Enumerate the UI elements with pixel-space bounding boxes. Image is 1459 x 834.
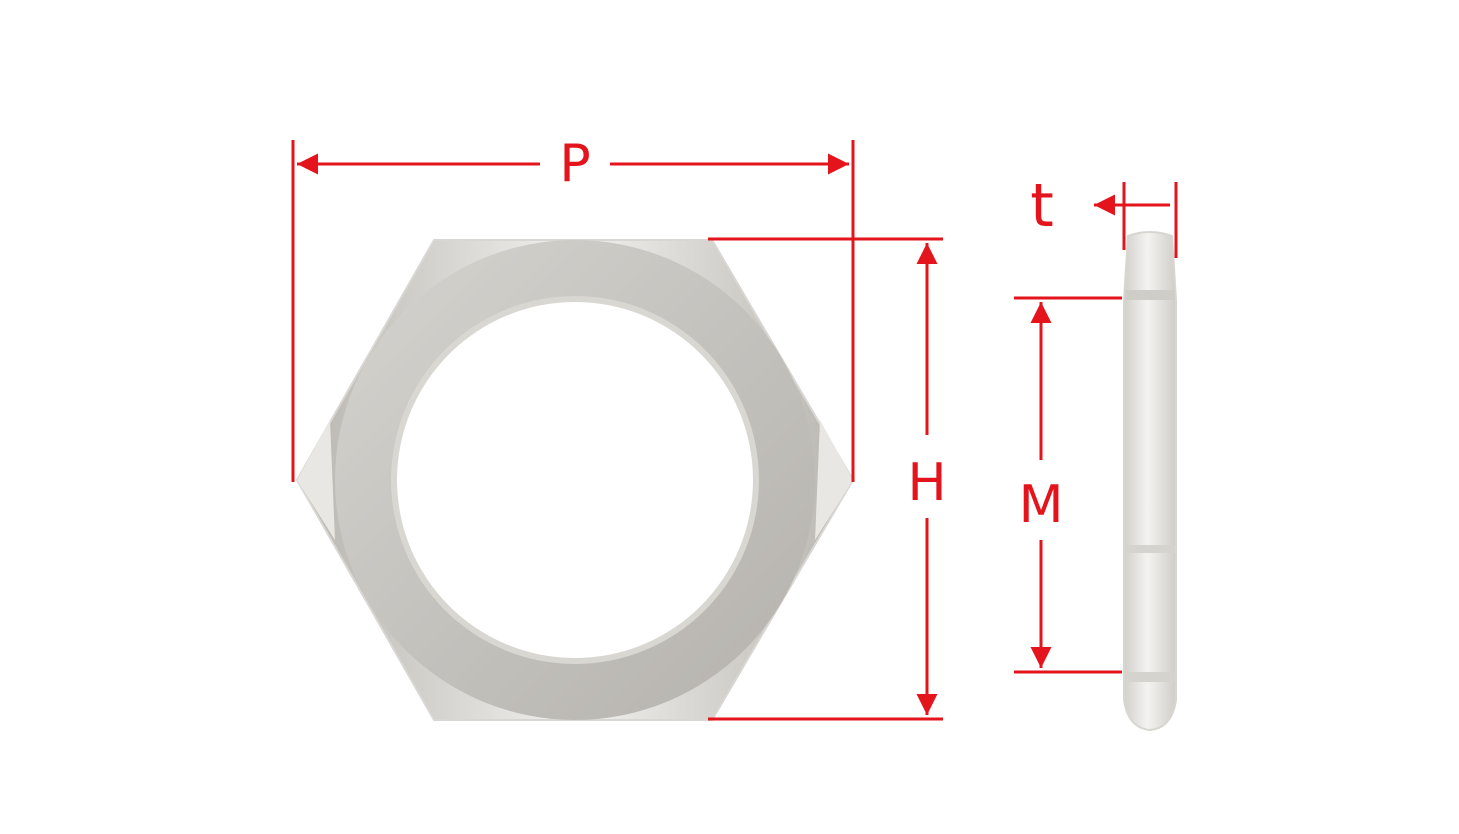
nut-side-flat-top [1125,290,1175,300]
dimension-p: P [291,134,855,482]
hex-nut-side-view [1123,231,1177,732]
dimension-t: t [1030,171,1178,258]
hex-corner-chamfer-left [297,420,335,540]
dimension-m: M [1014,296,1122,674]
t-label: t [1030,171,1054,241]
hex-nut-front-view [295,239,855,721]
hex-corner-chamfer-right [815,420,853,540]
p-label: P [559,134,590,194]
thread-bore [397,302,753,658]
nut-side-profile [1123,231,1177,732]
nut-side-flat-middle [1125,545,1175,553]
nut-side-flat-bottom [1125,672,1175,682]
dimension-h: H [708,237,947,721]
m-label: M [1019,475,1064,535]
h-label: H [907,453,946,513]
